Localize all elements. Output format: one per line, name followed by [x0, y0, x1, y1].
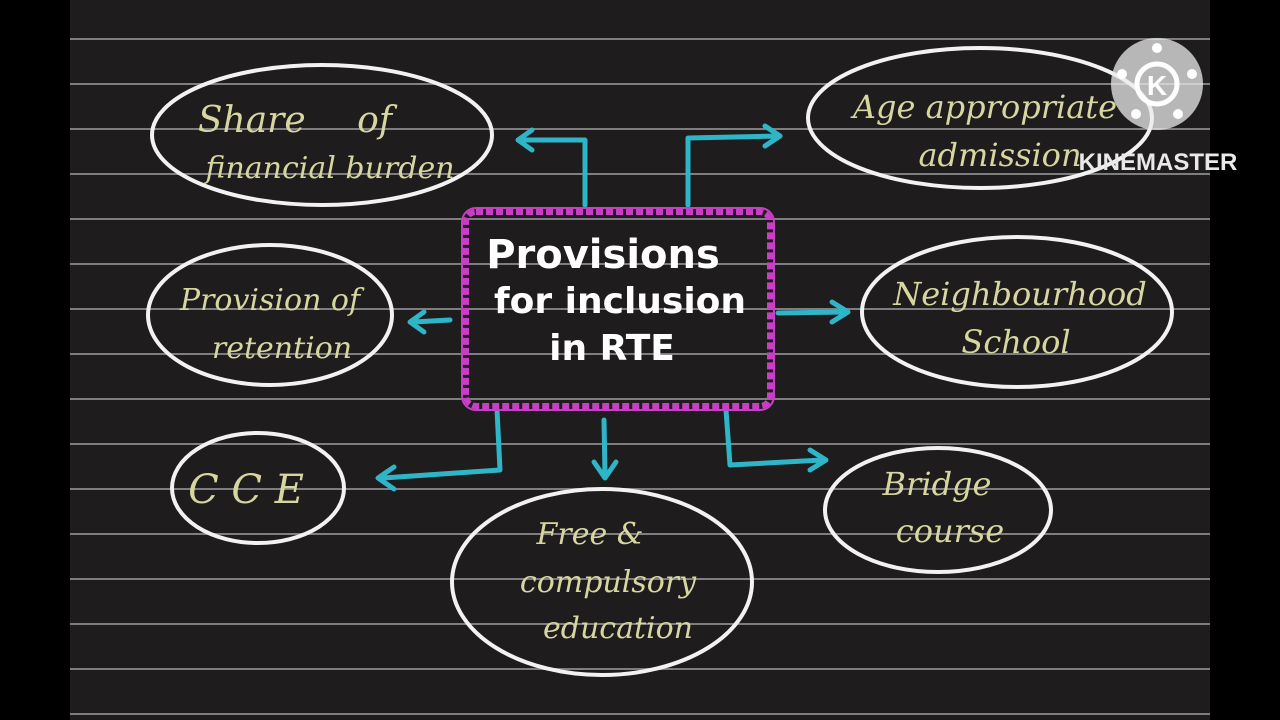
left-letterbox — [0, 0, 70, 720]
center-line-2: for inclusion — [494, 281, 746, 322]
bridge-line-1: Bridge — [882, 465, 992, 503]
center-box — [463, 209, 773, 409]
neighbourhood-line-2: School — [961, 323, 1070, 361]
center-line-3: in RTE — [549, 328, 675, 369]
free-line-2: compulsory — [520, 565, 697, 600]
chalkboard — [70, 0, 1210, 720]
bridge-line-2: course — [896, 512, 1004, 550]
share-line-1: Share of — [198, 100, 398, 141]
retention-line-2: retention — [212, 331, 352, 366]
arrow-to-cce — [375, 407, 503, 492]
watermark-label: KINEMASTER — [1079, 149, 1238, 176]
retention-line-1: Provision of — [179, 283, 365, 318]
right-letterbox — [1210, 0, 1280, 720]
neighbourhood-line-1: Neighbourhood — [892, 275, 1147, 313]
kinemaster-logo-icon: K — [1111, 38, 1203, 130]
free-line-3: education — [543, 611, 693, 646]
ellipse-cce — [170, 431, 346, 545]
arrow-to-retention — [407, 309, 453, 335]
ellipse-neighbourhood — [860, 235, 1174, 389]
ellipse-free — [450, 487, 754, 677]
age-line-1: Age appropriate — [850, 88, 1117, 126]
arrow-to-age — [685, 123, 783, 208]
age-line-2: admission — [918, 136, 1081, 174]
arrow-to-free — [591, 417, 619, 481]
cce-label: C C E — [188, 467, 304, 513]
center-line-1: Provisions — [486, 232, 720, 278]
kinemaster-logo-letter: K — [1147, 70, 1167, 101]
free-line-1: Free & — [536, 517, 644, 552]
ellipse-retention — [146, 243, 394, 387]
arrow-to-share — [515, 127, 588, 208]
ellipse-share — [150, 63, 494, 207]
kinemaster-watermark: K KINEMASTER — [1079, 38, 1238, 176]
arrow-to-neighbourhood — [775, 299, 851, 325]
share-line-2: financial burden — [203, 151, 454, 186]
ellipse-bridge — [823, 446, 1053, 574]
arrow-to-bridge — [723, 407, 829, 473]
